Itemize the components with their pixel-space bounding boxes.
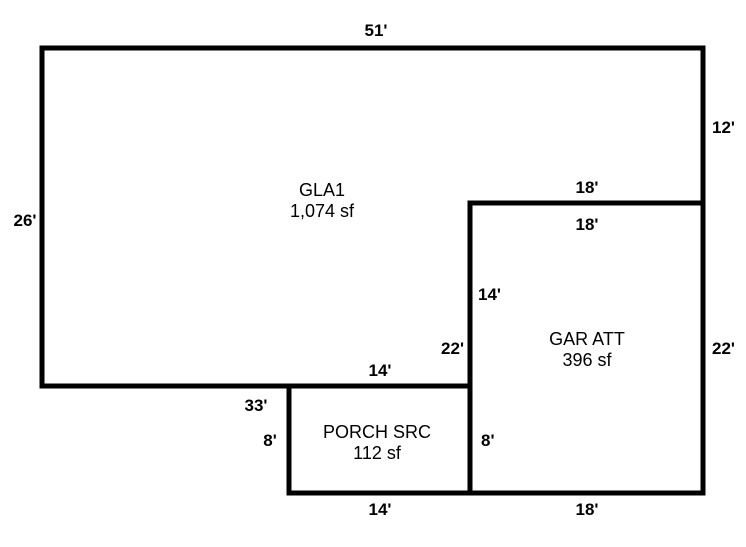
dimension-label-gar-top-18: 18'	[575, 177, 599, 197]
dimension-label-gla-bot-33: 33'	[244, 395, 268, 415]
walls-group	[39, 45, 706, 496]
dimension-label-porch-left-8: 8'	[263, 430, 277, 450]
dimension-label-left-26: 26'	[13, 210, 37, 230]
dimension-label-porch-right-8: 8'	[481, 430, 495, 450]
dimension-label-bottom-14: 14'	[368, 499, 392, 519]
area-label-gla1: GLA1 1,074 sf	[290, 180, 354, 222]
area-size-gar-att: 396 sf	[562, 350, 612, 370]
dimension-label-top-51: 51'	[364, 20, 388, 40]
dimension-label-bottom-18: 18'	[575, 499, 599, 519]
dimension-label-gar-right-22: 22'	[712, 338, 735, 358]
area-name-gla1: GLA1	[298, 179, 346, 200]
area-size-porch-src: 112 sf	[353, 443, 401, 463]
dimension-label-gar-in-18: 18'	[575, 214, 599, 234]
dimension-label-right-12: 12'	[712, 117, 735, 137]
area-label-gar-att: GAR ATT 396 sf	[549, 329, 625, 371]
area-name-porch-src: PORCH SRC	[322, 421, 432, 442]
dimension-label-gla-right-22: 22'	[441, 338, 464, 358]
area-size-gla1: 1,074 sf	[289, 201, 355, 221]
dimension-label-gla-bot-14: 14'	[368, 360, 392, 380]
area-name-gar-att: GAR ATT	[549, 328, 625, 349]
dimension-label-gar-left-14: 14'	[478, 284, 501, 304]
area-label-porch-src: PORCH SRC 112 sf	[323, 422, 431, 464]
